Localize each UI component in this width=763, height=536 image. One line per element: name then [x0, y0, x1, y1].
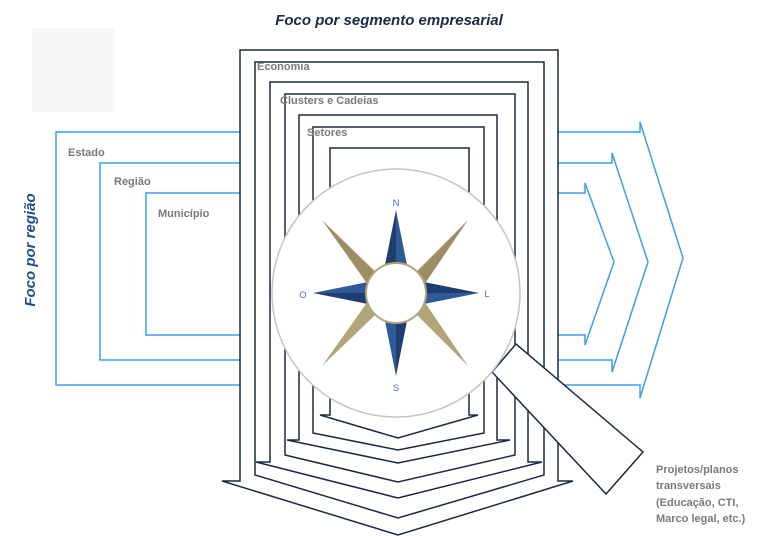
segment-frame-economia — [221, 49, 574, 536]
side-note: Projetos/planos transversais (Educação, … — [656, 464, 746, 525]
title-top: Foco por segmento empresarial — [275, 12, 503, 29]
segment-frame-core — [319, 147, 479, 439]
compass-east: L — [484, 289, 489, 300]
label-setores: Setores — [307, 127, 347, 139]
region-frame-municipio — [145, 182, 615, 346]
side-note-line-2: transversais — [656, 480, 721, 492]
title-side: Foco por região — [22, 193, 39, 306]
compass-center — [365, 262, 427, 324]
region-frame-regiao — [99, 152, 649, 373]
side-note-line-1: Projetos/planos — [656, 464, 739, 476]
side-note-line-3: (Educação, CTI, — [656, 497, 739, 509]
magnifier-handle — [490, 342, 645, 496]
segment-frame-setores — [286, 114, 511, 464]
segment-frames — [221, 49, 574, 536]
label-regiao: Região — [114, 176, 151, 188]
compass-north: N — [393, 198, 400, 209]
label-economia: Economia — [257, 61, 310, 73]
blank-placeholder — [32, 28, 114, 112]
compass-west: O — [299, 290, 306, 301]
segment-frame-clusters — [255, 81, 543, 499]
label-estado: Estado — [68, 147, 105, 159]
region-frame-estado — [55, 121, 684, 399]
label-clusters: Clusters e Cadeias — [280, 95, 378, 107]
label-municipio: Município — [158, 208, 210, 220]
side-note-line-4: Marco legal, etc.) — [656, 513, 746, 525]
region-frames — [55, 121, 684, 399]
compass-south: S — [393, 383, 399, 394]
